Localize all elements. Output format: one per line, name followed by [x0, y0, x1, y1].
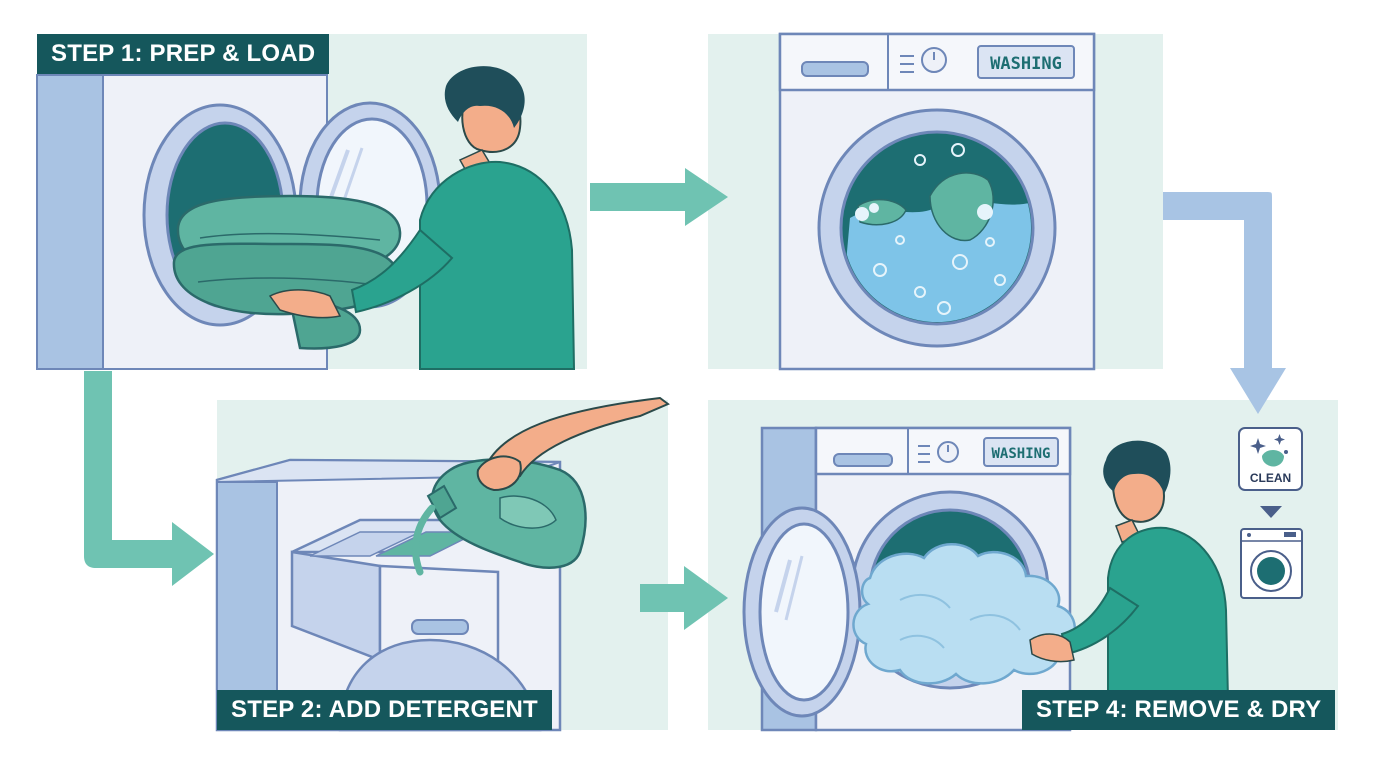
clean-badge: CLEAN — [1238, 427, 1303, 491]
clean-label: CLEAN — [1250, 471, 1291, 485]
step-2-label: STEP 2: ADD DETERGENT — [217, 690, 552, 730]
panel-step-3: WASHING — [708, 32, 1163, 371]
arrow-right-icon — [640, 566, 728, 630]
arrow-right-icon — [84, 371, 214, 586]
step-4-label: STEP 4: REMOVE & DRY — [1022, 690, 1336, 730]
display-text-bottom: WASHING — [991, 446, 1050, 462]
control-knob-icon — [918, 441, 959, 463]
panel-step-2 — [215, 396, 670, 732]
arrow-down-icon — [1163, 192, 1286, 414]
panel-step-4: WASHING — [708, 400, 1338, 732]
control-knob-icon — [900, 47, 947, 73]
display-text-top: WASHING — [990, 54, 1062, 74]
washer-icon — [1240, 528, 1303, 599]
machine-display-bottom — [983, 437, 1059, 467]
panel-step-1 — [36, 34, 587, 370]
step-1-label: STEP 1: PREP & LOAD — [37, 34, 330, 74]
machine-display-top — [977, 45, 1075, 79]
arrow-right-icon — [590, 168, 728, 226]
sparkle-icon — [1250, 434, 1288, 467]
arrow-down-icon — [1260, 506, 1282, 518]
